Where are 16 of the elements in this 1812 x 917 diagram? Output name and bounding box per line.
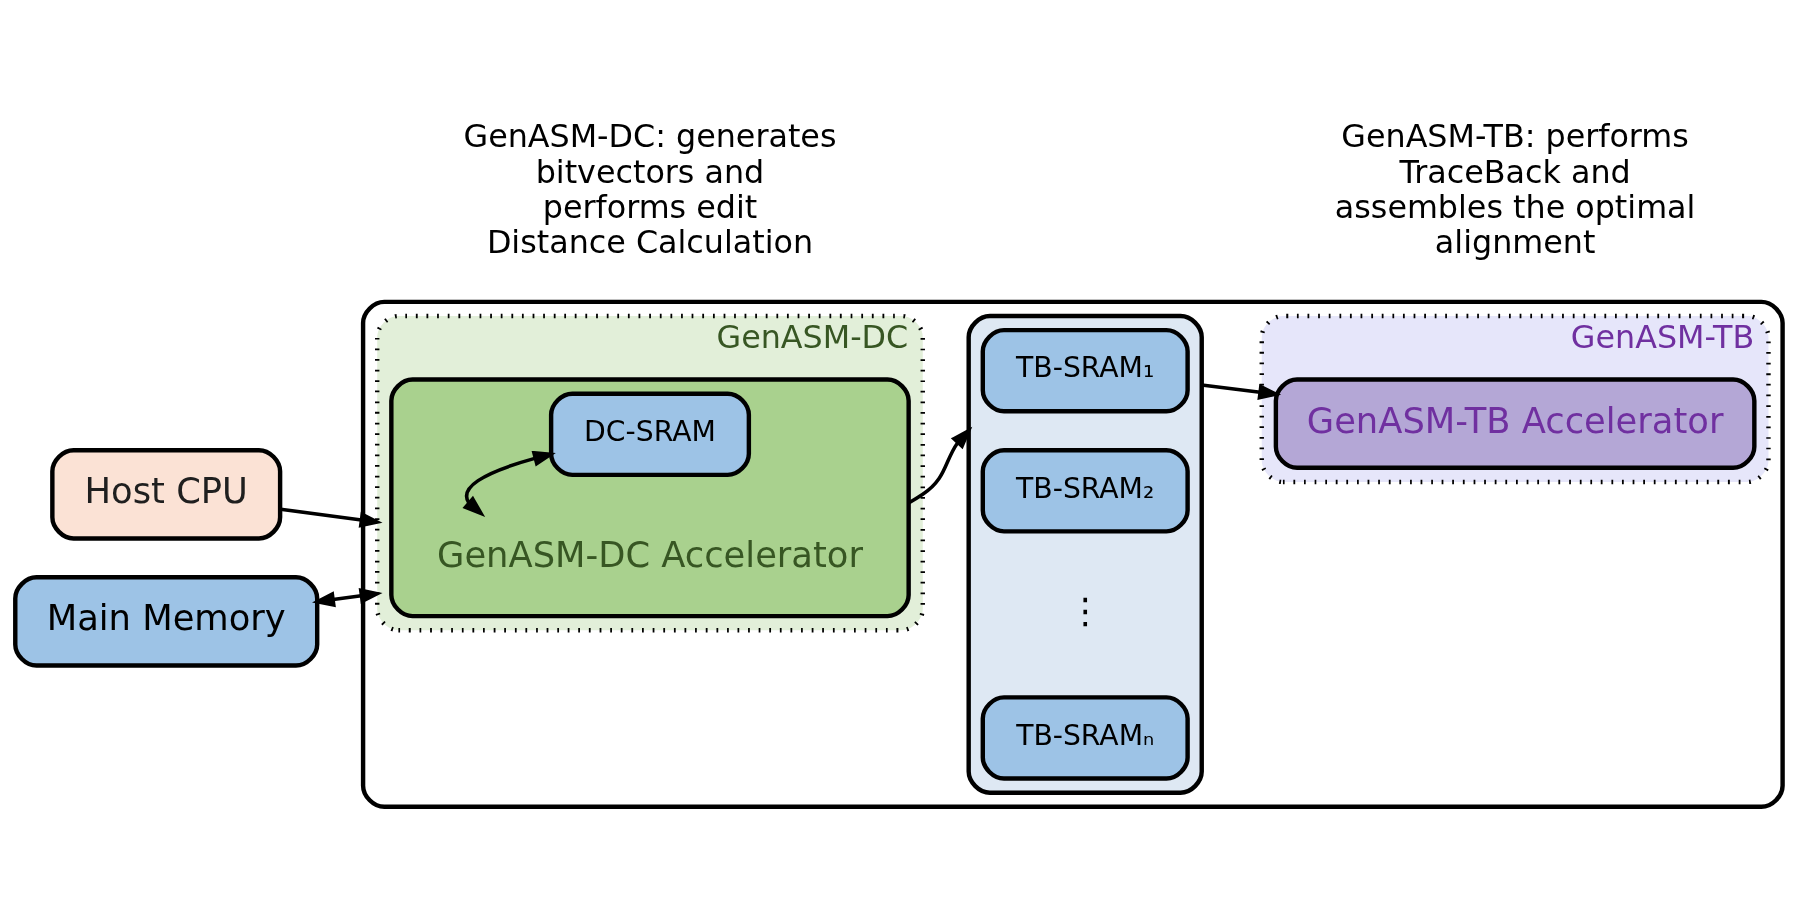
arrow xyxy=(462,450,556,517)
node-box: TB-SRAM₂ xyxy=(980,447,1190,534)
node-label: GenASM-DC: generates bitvectors and performs edit Distance Calculation xyxy=(463,117,837,260)
node-box: TB-SRAMₙ xyxy=(980,694,1190,781)
arrow xyxy=(1201,382,1282,400)
arrow xyxy=(312,587,383,607)
node-box: DC-SRAM xyxy=(548,390,752,477)
arrow xyxy=(907,426,973,505)
node-box: TB-SRAM₁ xyxy=(980,327,1190,414)
cluster xyxy=(966,313,1204,795)
arrow xyxy=(280,506,383,528)
label: ⋮ xyxy=(1067,589,1103,631)
node-box: GenASM-TB Accelerator xyxy=(1273,376,1757,470)
node-label: GenASM-TB: performs TraceBack and assembles the optimal alignment xyxy=(1334,117,1696,260)
node-box: Main Memory xyxy=(13,574,320,668)
node-box: Host CPU xyxy=(50,447,283,541)
